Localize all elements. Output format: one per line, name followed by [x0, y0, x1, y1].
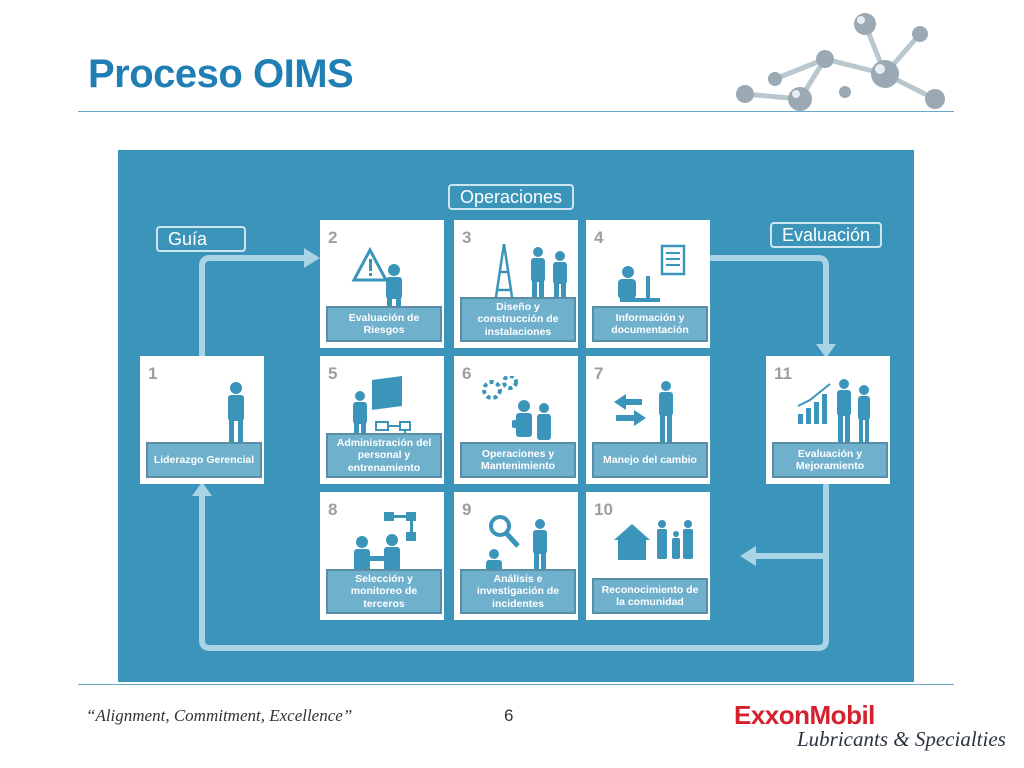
card-number: 1 [148, 364, 158, 383]
page-number: 6 [504, 706, 514, 725]
card-number: 10 [594, 500, 613, 519]
process-card-11: 11 Evaluación y Mejoramiento [766, 356, 890, 484]
card-number: 11 [774, 364, 792, 383]
arrows-icon [614, 381, 673, 443]
card-label: Evaluación de Riesgos [326, 306, 442, 342]
group-label-guia: Guía [156, 226, 246, 252]
process-flow-arrows [192, 248, 836, 651]
card-number: 3 [462, 228, 472, 247]
card-label: Diseño y construcción de instalaciones [460, 296, 576, 342]
card-number: 4 [594, 228, 604, 247]
process-card-10: 10 Reconocimiento de la comunidad [586, 492, 710, 620]
process-card-6: 6 Operaciones y Mantenimiento [454, 356, 578, 484]
card-label: Operaciones y Mantenimiento [460, 442, 576, 478]
exxonmobil-logo: ExxonMobil [734, 700, 875, 730]
process-card-1: 1 Liderazgo Gerencial [140, 356, 264, 484]
card-label: Evaluación y Mejoramiento [772, 442, 888, 478]
process-card-2: 2 Evaluación de Riesgos [320, 220, 444, 348]
card-number: 9 [462, 500, 472, 519]
oims-diagram-panel: Operaciones Guía Evaluación 1 Liderazgo … [118, 150, 914, 682]
footer-quote: “Alignment, Commitment, Excellence” [86, 706, 353, 725]
card-label: Análisis e investigación de incidentes [460, 568, 576, 614]
card-number: 8 [328, 500, 338, 519]
card-number: 5 [328, 364, 338, 383]
card-label: Información y documentación [592, 306, 708, 342]
card-label: Administración del personal y entrenamie… [326, 432, 442, 478]
warning-icon [351, 246, 402, 312]
process-card-4: 4 Información y documentación [586, 220, 710, 348]
process-card-8: 8 Selección y monitoreo de terceros [320, 492, 444, 620]
process-card-7: 7 Manejo del cambio [586, 356, 710, 484]
card-label: Liderazgo Gerencial [146, 442, 262, 478]
card-number: 2 [328, 228, 338, 247]
house-family-icon [614, 520, 693, 560]
card-label: Selección y monitoreo de terceros [326, 568, 442, 614]
growth-chart-icon [797, 379, 870, 445]
card-label: Manejo del cambio [592, 442, 708, 478]
page-title: Proceso OIMS [88, 52, 354, 96]
card-number: 6 [462, 364, 472, 383]
molecule-graphic [736, 13, 945, 111]
header-rule [78, 111, 954, 112]
gears-icon [482, 376, 551, 440]
card-label: Reconocimiento de la comunidad [592, 578, 708, 614]
logo-tagline: Lubricants & Specialties [797, 727, 1006, 751]
person-icon [228, 382, 244, 446]
footer-rule [78, 684, 954, 685]
group-label-operaciones: Operaciones [448, 184, 575, 210]
group-label-evaluacion: Evaluación [770, 222, 883, 248]
process-card-5: 5 Administración del personal y entrenam… [320, 356, 444, 484]
card-number: 7 [594, 364, 604, 383]
process-card-3: 3 Diseño y construcción de instalaciones [454, 220, 578, 348]
process-card-9: 9 Análisis e investigación de incidentes [454, 492, 578, 620]
document-icon [618, 244, 686, 302]
